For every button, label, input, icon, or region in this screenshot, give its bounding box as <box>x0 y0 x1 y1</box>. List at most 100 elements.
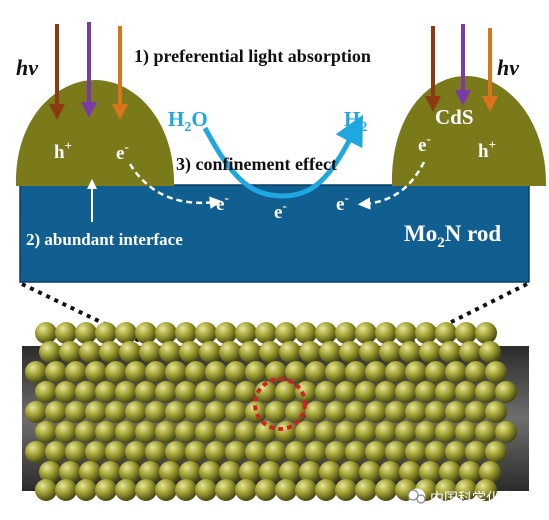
cds-sphere <box>339 461 361 483</box>
cds-sphere <box>75 322 97 344</box>
cds-sphere <box>185 441 207 463</box>
cds-sphere <box>415 381 437 403</box>
cds-sphere <box>285 361 307 383</box>
cds-sphere <box>325 361 347 383</box>
cds-sphere <box>255 381 277 403</box>
cds-sphere <box>459 461 481 483</box>
cds-sphere <box>335 322 357 344</box>
cds-sphere <box>345 441 367 463</box>
cds-sphere <box>55 381 77 403</box>
cds-sphere <box>205 401 227 423</box>
cds-sphere <box>95 322 117 344</box>
cds-sphere <box>135 479 157 501</box>
cds-sphere <box>405 441 427 463</box>
cds-sphere <box>25 361 47 383</box>
cds-sphere <box>279 461 301 483</box>
cds-sphere <box>385 361 407 383</box>
cds-sphere <box>105 441 127 463</box>
cds-sphere <box>435 381 457 403</box>
cds-sphere <box>355 322 377 344</box>
cds-sphere <box>355 381 377 403</box>
electron-label-right: e- <box>418 131 431 156</box>
cds-sphere <box>455 421 477 443</box>
cds-sphere <box>135 381 157 403</box>
cds-sphere <box>275 479 297 501</box>
cds-sphere <box>315 322 337 344</box>
cds-sphere <box>105 401 127 423</box>
cds-particle-left <box>15 80 175 186</box>
cds-sphere <box>55 322 77 344</box>
cds-sphere <box>35 322 57 344</box>
cds-sphere <box>319 461 341 483</box>
cds-sphere <box>235 381 257 403</box>
cds-sphere <box>35 421 57 443</box>
cds-sphere <box>95 479 117 501</box>
cds-sphere <box>215 421 237 443</box>
cds-sphere <box>175 381 197 403</box>
cds-sphere <box>55 421 77 443</box>
cds-sphere <box>195 381 217 403</box>
cds-sphere <box>459 341 481 363</box>
cds-sphere <box>255 322 277 344</box>
cds-particle-right <box>391 76 547 186</box>
cds-sphere <box>355 421 377 443</box>
cds-sphere <box>219 461 241 483</box>
cds-sphere <box>85 401 107 423</box>
cds-sphere <box>275 381 297 403</box>
cds-sphere <box>415 322 437 344</box>
electron-transfer-arrow-left <box>128 163 223 209</box>
electron-label-transfer-left: e- <box>216 190 229 215</box>
cds-sphere <box>379 341 401 363</box>
cds-sphere <box>35 479 57 501</box>
cds-sphere <box>75 479 97 501</box>
cds-sphere <box>325 441 347 463</box>
cds-sphere <box>365 401 387 423</box>
cds-sphere <box>475 479 497 501</box>
cds-sphere <box>455 479 477 501</box>
cds-sphere <box>315 479 337 501</box>
cds-sphere <box>415 421 437 443</box>
cds-sphere <box>59 341 81 363</box>
cds-sphere <box>425 441 447 463</box>
cds-sphere <box>439 461 461 483</box>
cds-sphere <box>425 361 447 383</box>
electron-label-left: e- <box>116 139 129 164</box>
cds-sphere <box>439 341 461 363</box>
cds-sphere <box>335 421 357 443</box>
cds-sphere <box>335 479 357 501</box>
cds-sphere <box>115 479 137 501</box>
cds-sphere <box>265 401 287 423</box>
electron-label-transfer-right: e- <box>336 190 349 215</box>
cds-sphere <box>55 479 77 501</box>
cds-sphere <box>45 401 67 423</box>
cds-sphere <box>365 361 387 383</box>
cds-sphere <box>435 421 457 443</box>
cds-sphere <box>135 421 157 443</box>
h2o-label: H2O <box>168 107 208 135</box>
cds-sphere <box>465 361 487 383</box>
cds-sphere <box>395 421 417 443</box>
cds-sphere <box>65 361 87 383</box>
cds-sphere <box>145 361 167 383</box>
cds-sphere <box>245 361 267 383</box>
cds-sphere <box>275 421 297 443</box>
cds-sphere <box>245 441 267 463</box>
cds-sphere <box>395 322 417 344</box>
cds-sphere <box>175 322 197 344</box>
cds-sphere <box>479 461 501 483</box>
cds-sphere <box>185 361 207 383</box>
cds-sphere <box>365 441 387 463</box>
cds-sphere <box>119 461 141 483</box>
cds-sphere <box>295 421 317 443</box>
cds-sphere <box>125 441 147 463</box>
cds-sphere <box>235 421 257 443</box>
cds-sphere <box>95 381 117 403</box>
hv-label-left: hν <box>16 55 38 80</box>
cds-sphere <box>295 479 317 501</box>
cds-sphere <box>99 341 121 363</box>
cds-sphere <box>479 341 501 363</box>
cds-sphere <box>245 401 267 423</box>
cds-sphere <box>179 461 201 483</box>
